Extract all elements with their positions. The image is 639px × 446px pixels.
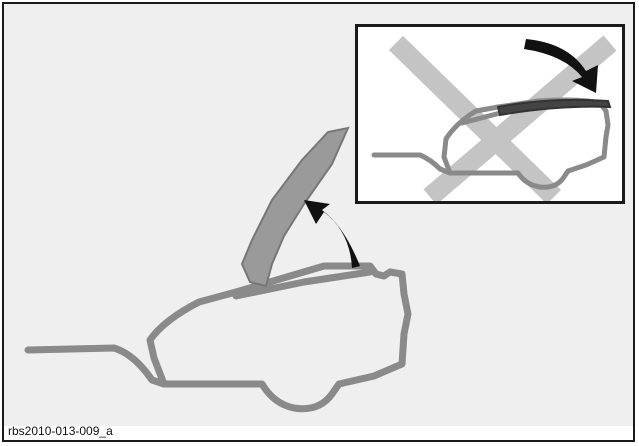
figure-caption: rbs2010-013-009_a xyxy=(8,424,113,438)
closed-hood-illustration xyxy=(371,35,617,201)
raised-hood-panel xyxy=(240,126,350,288)
incorrect-method-inset xyxy=(355,24,625,204)
illustration-panel xyxy=(4,4,633,426)
open-hood-illustration xyxy=(24,126,412,413)
lift-arrow-icon xyxy=(304,200,360,268)
figure-frame: rbs2010-013-009_a xyxy=(2,2,635,442)
open-hood-outline-icon xyxy=(24,262,412,413)
closed-hood-panel xyxy=(496,98,612,117)
downward-arrow-icon xyxy=(524,39,598,93)
